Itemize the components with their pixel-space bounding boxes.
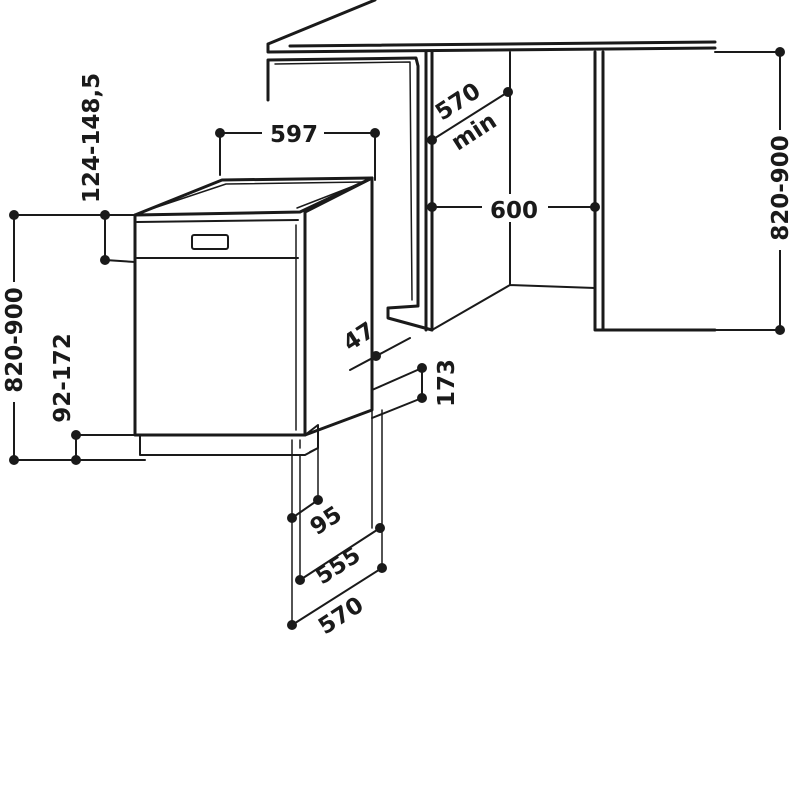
cabinet-recess — [266, 0, 717, 332]
display-window — [191, 234, 229, 250]
label-top-offset: 124-148,5 — [79, 73, 105, 203]
dim-line-door-inset — [291, 499, 319, 519]
dim-line-side-gap — [371, 367, 423, 419]
recess-left-panel — [266, 56, 434, 332]
label-total-depth: 570 — [314, 592, 368, 640]
dim-line-total-depth — [291, 567, 383, 626]
right-cabinet — [593, 50, 717, 332]
control-panel — [136, 219, 299, 259]
label-plinth-height: 92-172 — [50, 333, 76, 423]
dishwasher-front — [133, 210, 307, 437]
dim-line-top-offset — [104, 214, 136, 263]
dim-line-plinth-height — [75, 434, 141, 461]
label-unit-width: 597 — [270, 122, 318, 148]
dishwasher — [133, 176, 374, 456]
recess-front-edge — [424, 50, 434, 332]
plinth — [139, 424, 319, 456]
dishwasher-side — [303, 176, 374, 437]
dim-line-body-depth — [299, 527, 381, 581]
label-side-gap: 173 — [434, 359, 460, 407]
label-side-offset: 47 — [339, 318, 380, 357]
recess-back-wall — [431, 51, 596, 331]
worktop — [266, 0, 717, 54]
dim-line-recess-depth — [431, 91, 509, 141]
dimension-labels: 597 124-148,5 820-900 92-172 570 min 600… — [0, 73, 794, 640]
label-unit-height: 820-900 — [2, 287, 28, 393]
label-door-inset: 95 — [306, 502, 347, 541]
dimension-lines — [9, 47, 785, 630]
label-recess-width: 600 — [490, 198, 538, 224]
label-recess-height: 820-900 — [768, 135, 794, 241]
